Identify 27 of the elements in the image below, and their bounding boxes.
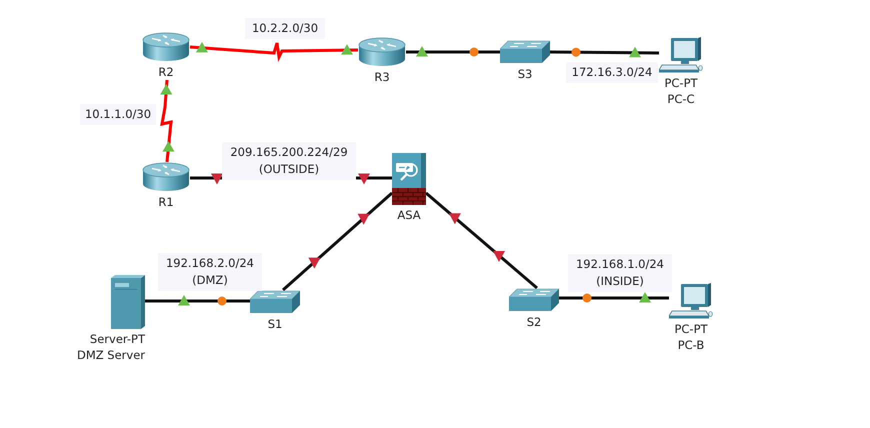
subnet-label: 10.1.1.0/30	[80, 104, 156, 125]
device-name-label: S2	[526, 314, 542, 330]
link-line	[559, 292, 669, 302]
device-type-label: PC-PT	[674, 321, 708, 337]
device-type-label: PC-PT	[664, 75, 698, 91]
device-name-label: DMZ Server	[76, 347, 145, 363]
device-type-label: Server-PT	[90, 331, 145, 347]
link-line	[282, 192, 393, 292]
device-name-label: PC-B	[678, 337, 704, 353]
link-line	[425, 192, 538, 290]
device-name-label: R3	[374, 69, 390, 85]
subnet-label: 192.168.2.0/24 (DMZ)	[158, 253, 262, 291]
device-name-label: R2	[158, 64, 174, 80]
device-name-label: R1	[158, 194, 174, 210]
serial-link	[160, 80, 174, 162]
link-line	[145, 295, 250, 306]
device-name-label: PC-C	[667, 91, 695, 107]
subnet-label: 172.16.3.0/24	[566, 62, 658, 83]
subnet-label: 192.168.1.0/24 (INSIDE)	[568, 254, 672, 292]
device-name-label: ASA	[397, 207, 421, 223]
subnet-label: 209.165.200.224/29 (OUTSIDE)	[222, 142, 356, 180]
serial-link	[190, 42, 358, 62]
subnet-label: 10.2.2.0/30	[245, 18, 325, 39]
link-line	[406, 46, 500, 56]
link-line	[550, 46, 660, 58]
device-name-label: S1	[268, 316, 282, 332]
device-name-label: S3	[518, 66, 532, 82]
